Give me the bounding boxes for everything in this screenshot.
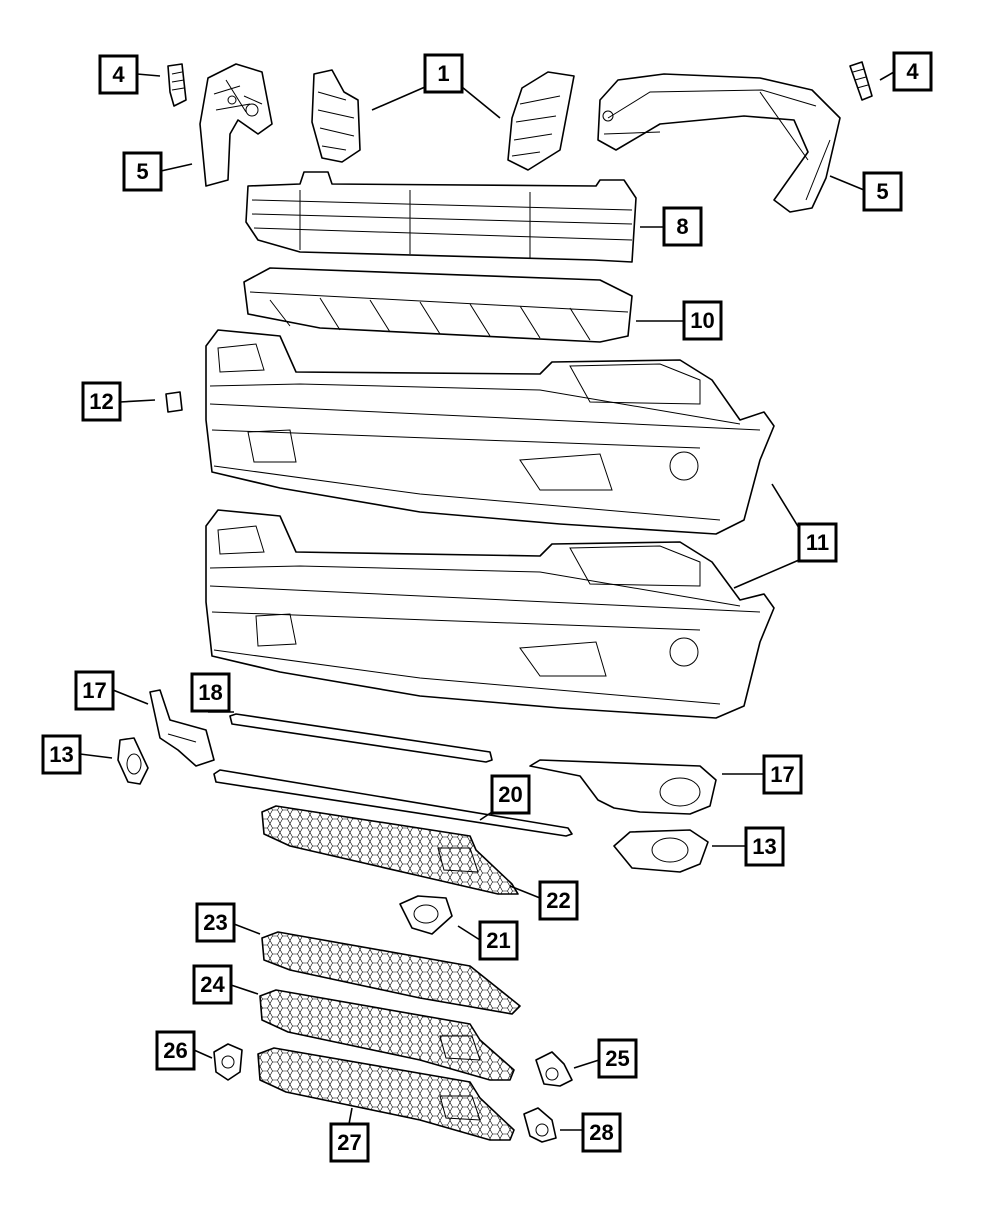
callout-18: 18 bbox=[190, 672, 231, 713]
callout-17-right: 17 bbox=[762, 754, 803, 795]
callout-27: 27 bbox=[329, 1122, 370, 1163]
callout-22: 22 bbox=[538, 880, 579, 921]
part-17-left-bezel bbox=[149, 689, 215, 767]
part-26-sensor-bracket bbox=[213, 1043, 243, 1081]
part-22-lower-grille bbox=[261, 805, 519, 895]
part-12-tow-hook-cover bbox=[165, 391, 183, 413]
svg-text:20: 20 bbox=[498, 782, 522, 807]
part-1-right-bracket bbox=[507, 71, 575, 171]
part-5-right-fender-flare bbox=[597, 73, 841, 213]
part-10-energy-absorber bbox=[243, 267, 633, 343]
callout-5-right: 5 bbox=[862, 171, 903, 212]
svg-text:10: 10 bbox=[690, 308, 714, 333]
part-24-grille bbox=[259, 989, 515, 1081]
part-13-right-fog-bezel bbox=[613, 829, 709, 873]
part-21-fog-bezel bbox=[399, 895, 453, 935]
svg-text:27: 27 bbox=[337, 1130, 361, 1155]
svg-text:28: 28 bbox=[589, 1120, 613, 1145]
svg-text:26: 26 bbox=[163, 1038, 187, 1063]
part-18-molding bbox=[229, 713, 493, 763]
part-5-left-bracket bbox=[199, 63, 273, 187]
svg-text:4: 4 bbox=[112, 62, 125, 87]
callout-11: 11 bbox=[797, 522, 838, 563]
part-17-right-bezel bbox=[529, 759, 717, 815]
callout-28: 28 bbox=[581, 1112, 622, 1153]
svg-text:23: 23 bbox=[203, 910, 227, 935]
part-28-sensor-bracket bbox=[523, 1107, 557, 1143]
callout-8: 8 bbox=[662, 206, 703, 247]
part-20-molding bbox=[213, 769, 573, 837]
callout-4-left: 4 bbox=[98, 54, 139, 95]
svg-text:4: 4 bbox=[906, 59, 919, 84]
svg-text:25: 25 bbox=[605, 1046, 629, 1071]
svg-text:11: 11 bbox=[806, 530, 829, 555]
svg-text:21: 21 bbox=[486, 928, 510, 953]
part-23-grille bbox=[261, 931, 521, 1015]
svg-text:8: 8 bbox=[676, 214, 688, 239]
part-13-left-fog-bezel bbox=[117, 737, 149, 785]
svg-text:12: 12 bbox=[89, 389, 113, 414]
svg-text:5: 5 bbox=[136, 159, 148, 184]
callout-10: 10 bbox=[682, 300, 723, 341]
callout-26: 26 bbox=[155, 1030, 196, 1071]
svg-text:13: 13 bbox=[49, 742, 73, 767]
part-27-grille bbox=[257, 1047, 515, 1141]
part-4-right-clip bbox=[849, 61, 873, 101]
svg-text:18: 18 bbox=[198, 680, 222, 705]
callout-12: 12 bbox=[81, 381, 122, 422]
callout-13-left: 13 bbox=[41, 734, 82, 775]
part-25-sensor-bracket bbox=[535, 1051, 573, 1087]
callout-25: 25 bbox=[597, 1038, 638, 1079]
part-1-left-bracket bbox=[311, 69, 361, 163]
callout-4-right: 4 bbox=[892, 51, 933, 92]
callout-20: 20 bbox=[490, 774, 531, 815]
part-4-left-clip bbox=[167, 63, 187, 107]
svg-text:13: 13 bbox=[752, 834, 776, 859]
callout-5-left: 5 bbox=[122, 151, 163, 192]
callout-23: 23 bbox=[195, 902, 236, 943]
callout-21: 21 bbox=[478, 920, 519, 961]
callout-13-right: 13 bbox=[744, 826, 785, 867]
callout-24: 24 bbox=[192, 964, 233, 1005]
part-8-reinforcement-beam bbox=[245, 171, 637, 263]
svg-text:5: 5 bbox=[876, 179, 888, 204]
part-11-fascia-upper bbox=[205, 329, 775, 535]
callout-1: 1 bbox=[423, 53, 464, 94]
svg-text:24: 24 bbox=[200, 972, 225, 997]
svg-text:1: 1 bbox=[437, 61, 449, 86]
svg-text:22: 22 bbox=[546, 888, 570, 913]
svg-text:17: 17 bbox=[82, 678, 106, 703]
svg-text:17: 17 bbox=[770, 762, 794, 787]
part-11-fascia-lower bbox=[205, 509, 775, 719]
callout-17-left: 17 bbox=[74, 670, 115, 711]
